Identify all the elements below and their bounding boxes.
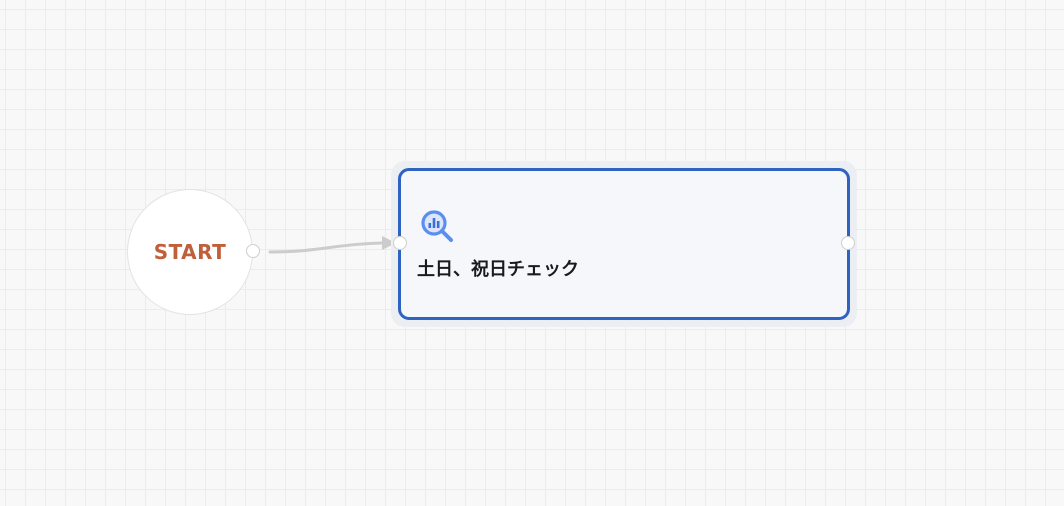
start-node-label: START (153, 240, 227, 264)
task-node-output-port[interactable] (841, 236, 855, 250)
task-node-label: 土日、祝日チェック (417, 259, 579, 280)
start-node-output-port[interactable] (246, 244, 260, 258)
bigquery-search-icon (421, 210, 453, 242)
task-node[interactable]: 土日、祝日チェック (398, 168, 850, 320)
start-node[interactable]: START (127, 189, 253, 315)
task-node-input-port[interactable] (393, 236, 407, 250)
